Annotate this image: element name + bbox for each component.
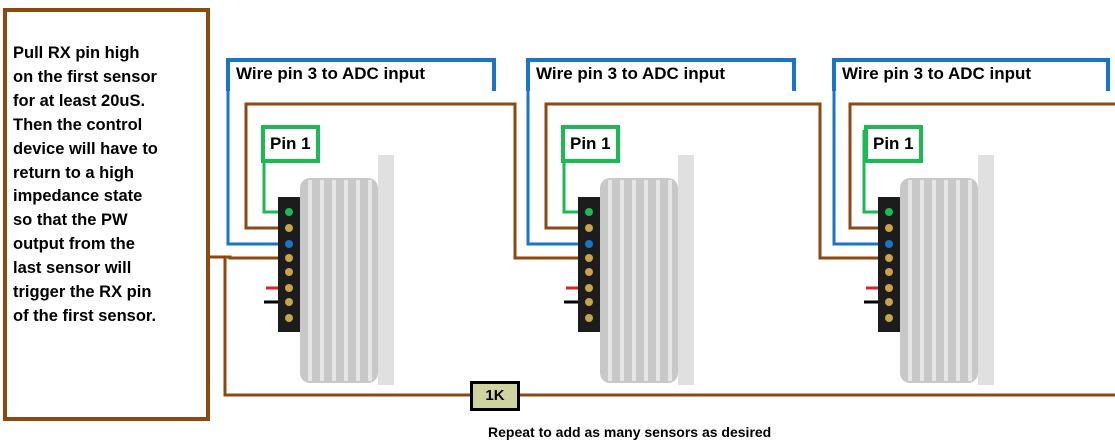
sensor-2-threads — [608, 180, 672, 381]
sensor-3-pins — [885, 208, 893, 322]
sensor-1-blue-wire — [226, 58, 278, 246]
sensor-1-pins — [285, 208, 293, 322]
sensor-1-brown-wire-in — [210, 255, 278, 260]
instruction-box: Pull RX pin high on the first sensor for… — [3, 8, 210, 421]
instruction-text: Pull RX pin high on the first sensor for… — [13, 44, 158, 325]
sensor-1-brown-wire-out — [244, 102, 578, 260]
sensor-1-adc-label: Wire pin 3 to ADC input — [226, 58, 496, 91]
sensor-3-blue-wire — [832, 58, 878, 246]
sensor-2-adc-label: Wire pin 3 to ADC input — [526, 58, 796, 91]
sensor-1 — [210, 58, 578, 385]
sensor-1-threads — [308, 180, 372, 381]
sensor-2-brown-wire-out — [544, 102, 878, 260]
sensor-3 — [832, 58, 1115, 385]
sensor-2-connector — [578, 197, 600, 332]
sensor-3-brown-wire-out — [848, 102, 1115, 230]
sensor-3-adc-label: Wire pin 3 to ADC input — [832, 58, 1110, 91]
resistor-1k: 1K — [470, 381, 520, 411]
sensor-3-threads — [908, 180, 972, 381]
sensor-2-flange — [678, 155, 694, 385]
sensor-2-pins — [585, 208, 593, 322]
sensor-2-blue-wire — [526, 58, 578, 246]
sensor-1-flange — [378, 155, 394, 385]
sensor-1-connector — [278, 197, 300, 332]
sensor-3-connector — [878, 197, 900, 332]
sensor-3-flange — [978, 155, 994, 385]
sensor-3-pin1-label: Pin 1 — [864, 125, 923, 163]
sensor-1-pin1-label: Pin 1 — [261, 125, 320, 163]
caption: Repeat to add as many sensors as desired — [488, 424, 772, 440]
sensor-2 — [526, 58, 878, 385]
sensor-2-pin1-label: Pin 1 — [561, 125, 620, 163]
